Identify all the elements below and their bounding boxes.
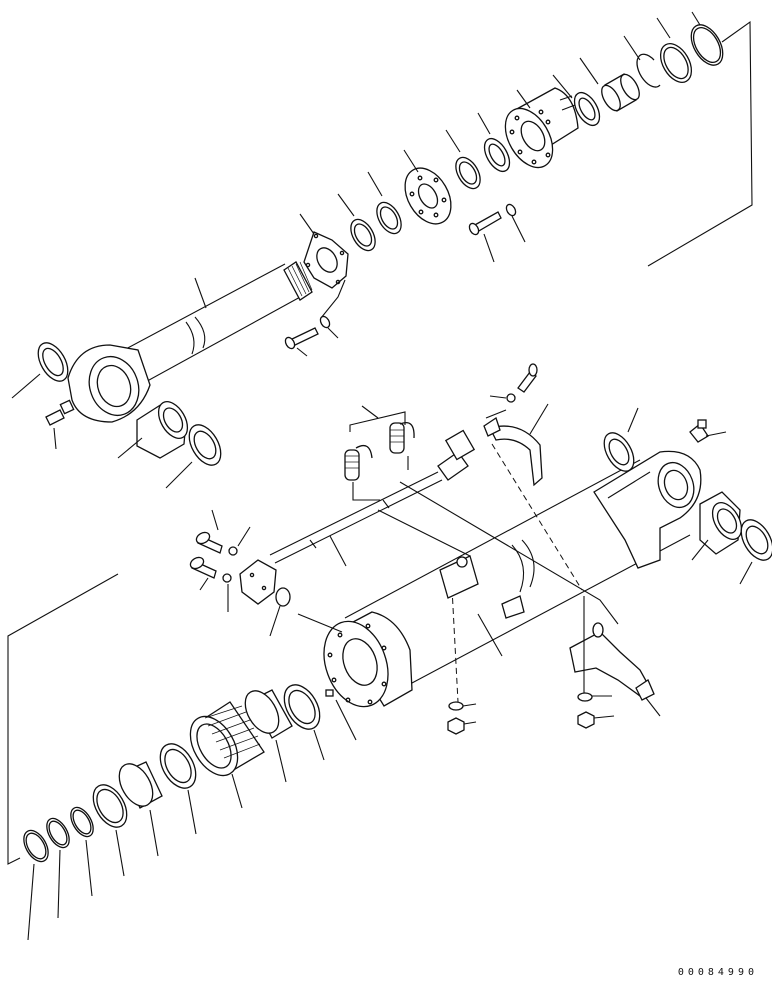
drawing-number: 00084990 bbox=[677, 967, 758, 978]
bracket-line-upper bbox=[647, 20, 753, 267]
nut-left bbox=[447, 717, 465, 735]
ring-lower-6 bbox=[70, 806, 94, 838]
piston-rod bbox=[123, 261, 313, 386]
grease-fitting-lower bbox=[689, 419, 709, 443]
flange-bolt-a bbox=[195, 531, 238, 556]
bushing-upper bbox=[601, 73, 640, 112]
ring-upper-b bbox=[350, 218, 376, 252]
rod-seal bbox=[573, 91, 601, 127]
dust-seal-upper-left bbox=[37, 342, 69, 382]
hose-fittings bbox=[344, 421, 415, 481]
ring-lower-3 bbox=[159, 743, 197, 789]
washer-right bbox=[577, 692, 593, 702]
washer-left bbox=[448, 701, 464, 711]
pipe-flange-block bbox=[239, 559, 277, 605]
ring-lower-7 bbox=[46, 817, 70, 849]
dust-seal-rod-end bbox=[188, 424, 222, 466]
pipe-clamp-upper bbox=[483, 416, 543, 487]
rod-eye bbox=[67, 344, 151, 423]
ring-lower-5 bbox=[92, 784, 128, 828]
set-screw bbox=[325, 689, 334, 697]
ring-lower-8 bbox=[23, 829, 49, 863]
bolt-clamp-top bbox=[506, 363, 538, 403]
bushing-bottom bbox=[699, 491, 743, 555]
ring-lower-1 bbox=[283, 684, 321, 730]
bushing-rod-end bbox=[136, 401, 189, 459]
bolt-upper-right bbox=[468, 203, 517, 236]
grease-fitting-upper bbox=[45, 399, 75, 426]
ring-lower-4 bbox=[118, 761, 163, 809]
nut-right bbox=[577, 711, 595, 729]
flange-plate bbox=[303, 231, 349, 289]
cylinder-bottom bbox=[593, 450, 702, 569]
bracket-line-lower bbox=[7, 573, 119, 865]
hydraulic-pipe bbox=[269, 471, 443, 564]
piston bbox=[189, 701, 265, 777]
upper-assembly bbox=[11, 11, 753, 489]
piping-assembly bbox=[189, 405, 476, 637]
tube-head-flange bbox=[323, 611, 413, 708]
bolt-upper-left bbox=[284, 315, 331, 350]
lower-assembly bbox=[7, 363, 772, 941]
snap-ring bbox=[690, 24, 724, 66]
wear-ring bbox=[455, 156, 481, 190]
o-ring-flange bbox=[275, 587, 291, 607]
backup-ring bbox=[659, 43, 693, 83]
retaining-ring bbox=[636, 53, 661, 88]
support-bracket bbox=[569, 622, 655, 701]
dust-seal-bottom bbox=[740, 519, 772, 561]
dust-seal-bottom-top bbox=[603, 432, 635, 472]
head-seal bbox=[483, 137, 511, 173]
flange-bolt-b bbox=[189, 556, 232, 583]
piston-flange bbox=[404, 167, 452, 225]
tube-clamp bbox=[439, 555, 525, 619]
ring-upper-a bbox=[376, 201, 402, 235]
pipe-connector bbox=[437, 429, 476, 481]
ring-lower-2 bbox=[244, 689, 293, 739]
cylinder-head bbox=[504, 87, 579, 169]
